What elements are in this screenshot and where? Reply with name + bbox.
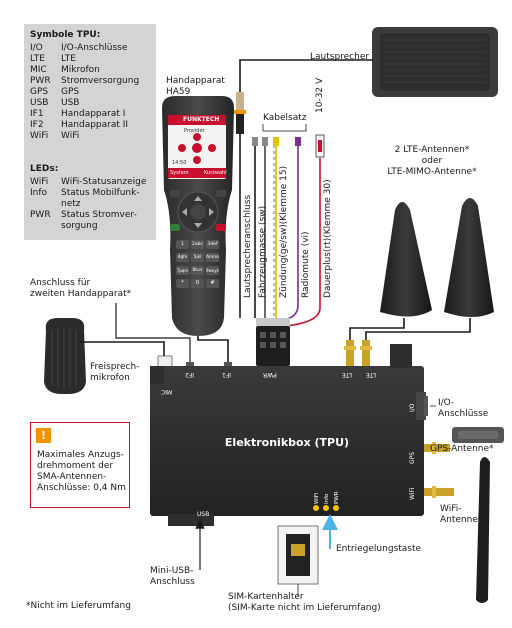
legend-leds-title: LEDs:	[30, 164, 59, 174]
mini-usb-label-line2: Anschluss	[150, 577, 195, 587]
cable-harness-bracket	[262, 124, 307, 132]
port-label-usb: USB	[197, 511, 210, 518]
speaker-cable	[239, 59, 373, 92]
footnote: *Nicht im Lieferumfang	[26, 601, 131, 611]
sim-holder-label-line2: (SIM-Karte nicht im Lieferumfang)	[228, 603, 381, 613]
second-handset-line	[115, 303, 191, 362]
microphone-label-line2: mikrofon	[90, 373, 130, 383]
warning-line4: Anschlüsse: 0,4 Nm	[37, 483, 126, 493]
wifi-antenna-label-line2: Antenne*	[440, 515, 483, 525]
if1-plug	[224, 362, 232, 368]
handset-softkey-right: Kurzwahl	[204, 170, 227, 176]
lte-cable-2	[365, 318, 471, 340]
port-label-if1: IF1	[222, 371, 232, 378]
tpu-box	[150, 344, 428, 526]
gps-antenna-device	[452, 427, 504, 443]
key-9: 9wxyz	[206, 266, 219, 275]
handset-title-line1: Handapparat	[166, 76, 225, 86]
lte-antenna-left	[380, 202, 432, 317]
port-label-pwr: PWR	[263, 371, 277, 378]
key-0: 0	[191, 279, 204, 288]
wifi-antenna-label-line1: WiFi-	[440, 504, 462, 514]
io-label-line2: Anschlüsse	[438, 409, 489, 419]
key-hash: #	[206, 279, 219, 288]
wifi-connector	[424, 486, 454, 498]
lte-cable-1	[349, 318, 405, 340]
handset-title-line2: HA59	[166, 87, 191, 97]
power-connector	[256, 318, 290, 366]
sim-holder-label-line1: SIM-Kartenhalter	[228, 592, 304, 602]
speaker-jack	[234, 92, 246, 134]
release-button-label: Entriegelungstaste	[336, 544, 422, 554]
key-2: 2abc	[191, 240, 204, 249]
wire-label-ignition: Zündung(ge/sw)(Klemme 15)	[279, 165, 289, 298]
legend-title: Symbole TPU:	[30, 30, 101, 40]
warning-line3: SMA-Antennen-	[37, 472, 107, 482]
port-label-if2: IF2	[185, 371, 195, 378]
handset-screen-provider: Provider	[184, 128, 205, 134]
port-label-io: I/O	[409, 403, 416, 412]
wire-label-permanent-plus: Dauerplus(rt)(Klemme 30)	[323, 179, 333, 298]
status-leds	[313, 505, 339, 511]
speaker-label: Lautsprecher	[310, 52, 370, 62]
wifi-antenna-device	[476, 457, 490, 603]
key-3: 3def	[206, 240, 219, 249]
wire-label-vehicle-ground: Fahrzeugmasse (sw)	[258, 205, 268, 298]
warning-line2: drehmoment der	[37, 461, 114, 471]
microphone-device	[44, 318, 86, 394]
if2-plug	[186, 362, 194, 368]
speaker-device	[372, 27, 498, 97]
key-7: 7pqrs	[176, 266, 189, 275]
io-label-line1: I/O-	[438, 398, 455, 408]
key-1: 1	[176, 240, 189, 249]
lte-antenna-right	[444, 198, 494, 317]
second-handset-label-line1: Anschluss für	[30, 278, 91, 288]
mini-usb-label-line1: Mini-USB-	[150, 566, 194, 576]
microphone-label-line1: Freisprech-	[90, 362, 140, 372]
handset-screen-time: 14:50	[172, 160, 187, 166]
voltage-label: 10-32 V	[315, 77, 325, 113]
key-5: 5jkl	[191, 253, 204, 262]
second-handset-label-line2: zweiten Handapparat*	[30, 289, 132, 299]
lte-sma-connectors	[344, 340, 372, 366]
tpu-title: Elektronikbox (TPU)	[224, 436, 350, 449]
gps-connector	[424, 442, 450, 454]
handset-cable	[197, 336, 229, 362]
port-label-gps: GPS	[409, 451, 416, 464]
handset-device	[162, 96, 234, 336]
port-label-lte-1: LTE	[342, 371, 352, 378]
key-star: *	[176, 279, 189, 288]
lte-antennas-label-line3: LTE-MIMO-Antenne*	[387, 167, 477, 177]
key-4: 4ghi	[176, 253, 189, 262]
wire-harness	[239, 134, 325, 327]
led-label-pwr: PWR	[334, 491, 340, 504]
handset-softkey-left: System	[170, 170, 189, 176]
port-label-wifi: WiFi	[409, 487, 416, 500]
cable-harness-label: Kabelsatz	[263, 113, 307, 123]
microphone-cable	[80, 341, 165, 360]
sim-holder	[277, 525, 319, 585]
lte-antennas-label-line2: oder	[421, 156, 443, 166]
gps-antenna-label: GPS-Antenne*	[430, 444, 494, 454]
handset-screen-brand: FUNKTECH	[183, 116, 220, 123]
port-label-lte-2: LTE	[366, 371, 376, 378]
key-8: 8tuv	[191, 266, 204, 275]
warning-box: ! Maximales Anzugs- drehmoment der SMA-A…	[30, 422, 130, 508]
wire-label-radio-mute: Radiomute (vi)	[301, 231, 311, 298]
warning-line1: Maximales Anzugs-	[37, 450, 124, 460]
key-6: 6mno	[206, 253, 219, 262]
port-label-mic: MIC	[161, 388, 173, 395]
wire-label-speaker-connection: Lautsprecheranschluss	[243, 194, 253, 298]
warning-icon: !	[36, 428, 51, 443]
lte-antennas-label-line1: 2 LTE-Antennen*	[394, 145, 470, 155]
